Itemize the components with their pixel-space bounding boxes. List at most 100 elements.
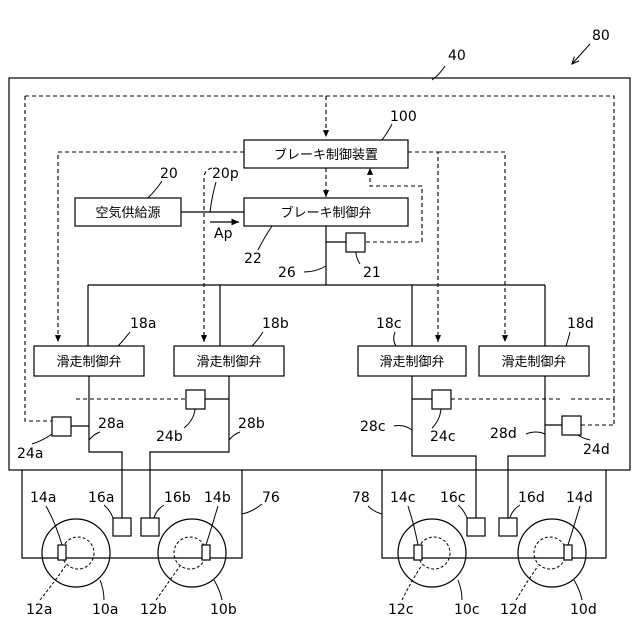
sensor-24b-ref: 24b (156, 429, 183, 445)
speed-sensor-14d-leader (568, 506, 580, 545)
speed-sensor-14a-leader (46, 506, 62, 545)
speed-sensor-14b-leader (206, 506, 218, 545)
brake-cylinder-16a (113, 518, 131, 536)
brake-control-device-ref: 100 (390, 109, 417, 125)
skid-valve-18a-label: 滑走制御弁 (56, 355, 121, 370)
pipe-20p-leader (210, 182, 216, 212)
axle-12a (62, 537, 94, 569)
vehicle-body-frame (9, 78, 630, 470)
wheel-10a (42, 519, 110, 587)
brake-cylinder-16d-ref: 16d (518, 490, 545, 506)
truck-76-leader (242, 504, 262, 514)
axle-12a-ref: 12a (26, 602, 52, 618)
pipe-26-ref: 26 (278, 265, 296, 281)
speed-sensor-14d (564, 545, 572, 560)
brake-cylinder-16b-leader (154, 505, 164, 518)
skid-valve-18b-ref: 18b (262, 316, 289, 332)
speed-sensor-14d-ref: 14d (566, 490, 593, 506)
pipe-28c-ref: 28c (360, 419, 386, 435)
truck-78-ref: 78 (352, 490, 370, 506)
speed-sensor-14b (202, 545, 210, 560)
sensor-24c (432, 390, 451, 409)
pressure-sensor-21-ref: 21 (363, 265, 381, 281)
speed-sensor-14c-ref: 14c (390, 490, 416, 506)
control-to-18b-line (204, 168, 212, 342)
skid-valve-18a-ref: 18a (130, 316, 156, 332)
air-supply-label: 空気供給源 (95, 205, 160, 221)
axle-12c-leader (402, 565, 422, 600)
wheel-10c (398, 519, 466, 587)
sensor-24b-leader (184, 409, 195, 428)
truck-78-leader (368, 506, 382, 514)
axle-12a-leader (40, 565, 66, 600)
brake-control-valve-ref: 22 (244, 251, 262, 267)
brake-cylinder-16d-leader (510, 505, 520, 518)
axle-12b (174, 537, 206, 569)
sensor-24a-ref: 24a (17, 446, 43, 462)
skid-valve-18b-leader (252, 332, 263, 346)
brake-control-device-label: ブレーキ制御装置 (274, 147, 378, 163)
speed-sensor-14a-ref: 14a (30, 490, 56, 506)
wheel-10a-ref: 10a (92, 602, 118, 618)
sensor-24a (52, 417, 71, 436)
brake-cylinder-16d (499, 518, 517, 536)
wheel-10c-ref: 10c (454, 602, 480, 618)
sensor-24d (562, 416, 581, 435)
skid-valve-18b-label: 滑走制御弁 (196, 355, 261, 370)
skid-valve-18d-ref: 18d (567, 316, 594, 332)
brake-cylinder-16b (141, 518, 159, 536)
figure-number-arrow (572, 44, 590, 64)
pipe-26-leader (304, 266, 326, 272)
sensor-24d-leader (578, 435, 590, 440)
brake-control-valve-leader (258, 226, 272, 250)
wheel-10b-leader (214, 580, 222, 600)
pipe-28a-ref: 28a (98, 416, 124, 432)
axle-12d-ref: 12d (500, 602, 527, 618)
pressure-sensor-21-leader (356, 252, 360, 264)
truck-76-ref: 76 (262, 490, 280, 506)
wheel-10b-ref: 10b (210, 602, 237, 618)
pipe-28d-ref: 28d (490, 426, 517, 442)
sensor-24b (186, 390, 205, 409)
pipe-28a-leader (89, 432, 100, 440)
pipe-28d-leader (526, 432, 545, 434)
pipe-28b-ref: 28b (238, 416, 265, 432)
axle-12b-ref: 12b (140, 602, 167, 618)
control-to-18d-line (438, 152, 505, 342)
skid-valve-18c-leader (394, 332, 396, 346)
wheel-10b (158, 519, 226, 587)
wheel-10d-leader (574, 580, 582, 600)
brake-control-device-leader (382, 124, 392, 140)
skid-valve-18d-leader (566, 332, 570, 346)
pipe-20p-ref: 20p (212, 166, 239, 182)
brake-cylinder-16c (467, 518, 485, 536)
figure-number-label: 80 (592, 28, 610, 44)
axle-12d (534, 537, 566, 569)
wheel-10d-ref: 10d (570, 602, 597, 618)
brake-cylinder-16c-leader (458, 505, 467, 518)
axle-12d-leader (516, 566, 538, 600)
skid-valve-18d-label: 滑走制御弁 (501, 355, 566, 370)
skid-valve-18c-label: 滑走制御弁 (379, 355, 444, 370)
skid-valve-18a-leader (118, 332, 130, 346)
sensor-24c-leader (432, 409, 441, 428)
air-supply-leader (148, 181, 162, 198)
speed-sensor-14b-ref: 14b (204, 490, 231, 506)
brake-cylinder-16a-leader (104, 505, 113, 518)
wheel-10c-leader (458, 580, 462, 600)
brake-cylinder-16c-ref: 16c (440, 490, 466, 506)
sensor-24d-ref: 24d (583, 442, 610, 458)
brake-control-valve-label: ブレーキ制御弁 (280, 205, 371, 221)
air-supply-ref: 20 (160, 166, 178, 182)
axle-12c (418, 537, 450, 569)
vehicle-body-ref-label: 40 (448, 48, 466, 64)
brake-cylinder-16b-ref: 16b (164, 490, 191, 506)
axle-12c-ref: 12c (388, 602, 414, 618)
wheel-10d (518, 519, 586, 587)
pipe-28b-leader (229, 432, 240, 440)
air-pressure-label: Ap (214, 226, 233, 242)
pressure-sensor-21 (346, 233, 365, 252)
skid-valve-18c-ref: 18c (376, 316, 402, 332)
sensor-24c-ref: 24c (430, 429, 456, 445)
